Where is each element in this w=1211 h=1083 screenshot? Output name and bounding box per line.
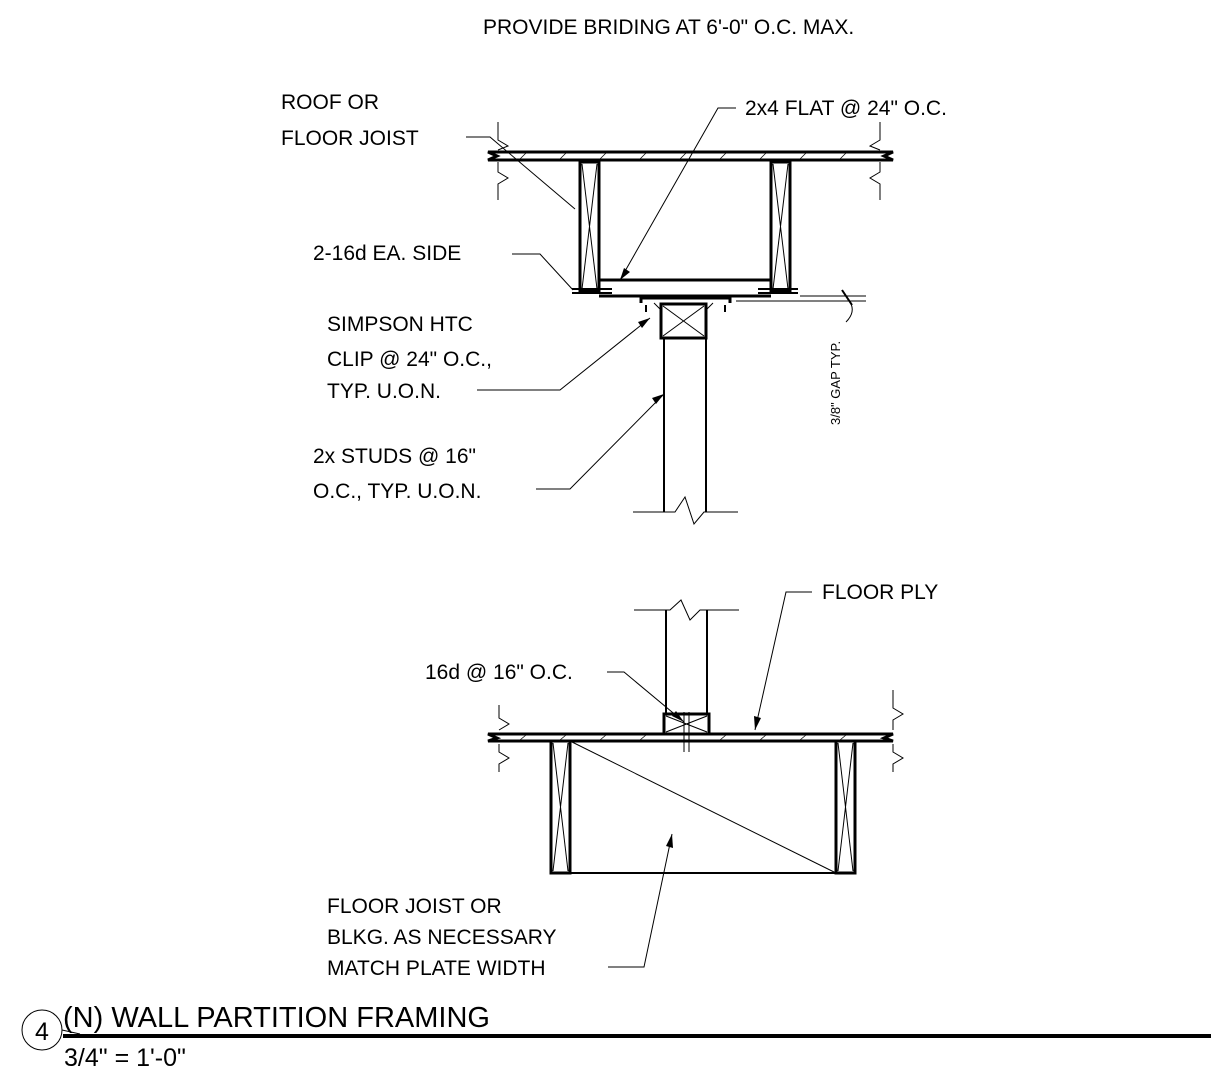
simpson-label-3: TYP. U.O.N. bbox=[327, 380, 441, 403]
gap-label: 3/8" GAP TYP. bbox=[828, 341, 843, 425]
detail-title: (N) WALL PARTITION FRAMING bbox=[63, 1002, 490, 1034]
floor-joist-left bbox=[549, 739, 572, 875]
floor-joist-label-3: MATCH PLATE WIDTH bbox=[327, 957, 546, 980]
top-joist-right bbox=[769, 160, 792, 293]
top-joist-left bbox=[578, 160, 601, 293]
leader-lines bbox=[466, 107, 812, 968]
bottom-stud bbox=[634, 599, 739, 715]
simpson-label-2: CLIP @ 24" O.C., bbox=[327, 348, 492, 371]
wall-top-plate bbox=[653, 302, 714, 340]
flat-2x4-label: 2x4 FLAT @ 24" O.C. bbox=[745, 97, 947, 120]
detail-scale: 3/4" = 1'-0" bbox=[64, 1044, 186, 1072]
studs-label-1: 2x STUDS @ 16" bbox=[313, 445, 476, 468]
floor-ply bbox=[487, 732, 894, 743]
wall-bottom-plate bbox=[662, 712, 711, 752]
studs-label-2: O.C., TYP. U.O.N. bbox=[313, 480, 481, 503]
top-detail bbox=[487, 122, 894, 526]
detail-number: 4 bbox=[35, 1018, 49, 1046]
roof-joist-label-2: FLOOR JOIST bbox=[281, 127, 419, 150]
floor-joist-label-1: FLOOR JOIST OR bbox=[327, 895, 502, 918]
floor-joist-right bbox=[834, 739, 857, 875]
nails-2-16d-label: 2-16d EA. SIDE bbox=[313, 242, 461, 265]
nails-2-16d bbox=[572, 288, 798, 294]
simpson-label-1: SIMPSON HTC bbox=[327, 313, 473, 336]
floor-ply-label: FLOOR PLY bbox=[822, 581, 938, 604]
top-stud bbox=[633, 338, 738, 526]
gap-dimension bbox=[736, 289, 866, 323]
bottom-break-lines bbox=[498, 690, 904, 772]
floor-joist-label-2: BLKG. AS NECESSARY bbox=[327, 926, 557, 949]
simpson-clip bbox=[639, 296, 732, 312]
bottom-detail bbox=[487, 599, 904, 875]
top-note: PROVIDE BRIDING AT 6'-0" O.C. MAX. bbox=[483, 16, 854, 39]
flat-2x4 bbox=[599, 278, 771, 298]
top-sheathing bbox=[487, 150, 894, 162]
roof-joist-label-1: ROOF OR bbox=[281, 91, 379, 114]
joist-diagonal bbox=[569, 740, 837, 874]
nail-16d-label: 16d @ 16" O.C. bbox=[425, 661, 573, 684]
title-block: 4 (N) WALL PARTITION FRAMING 3/4" = 1'-0… bbox=[21, 1002, 1211, 1072]
